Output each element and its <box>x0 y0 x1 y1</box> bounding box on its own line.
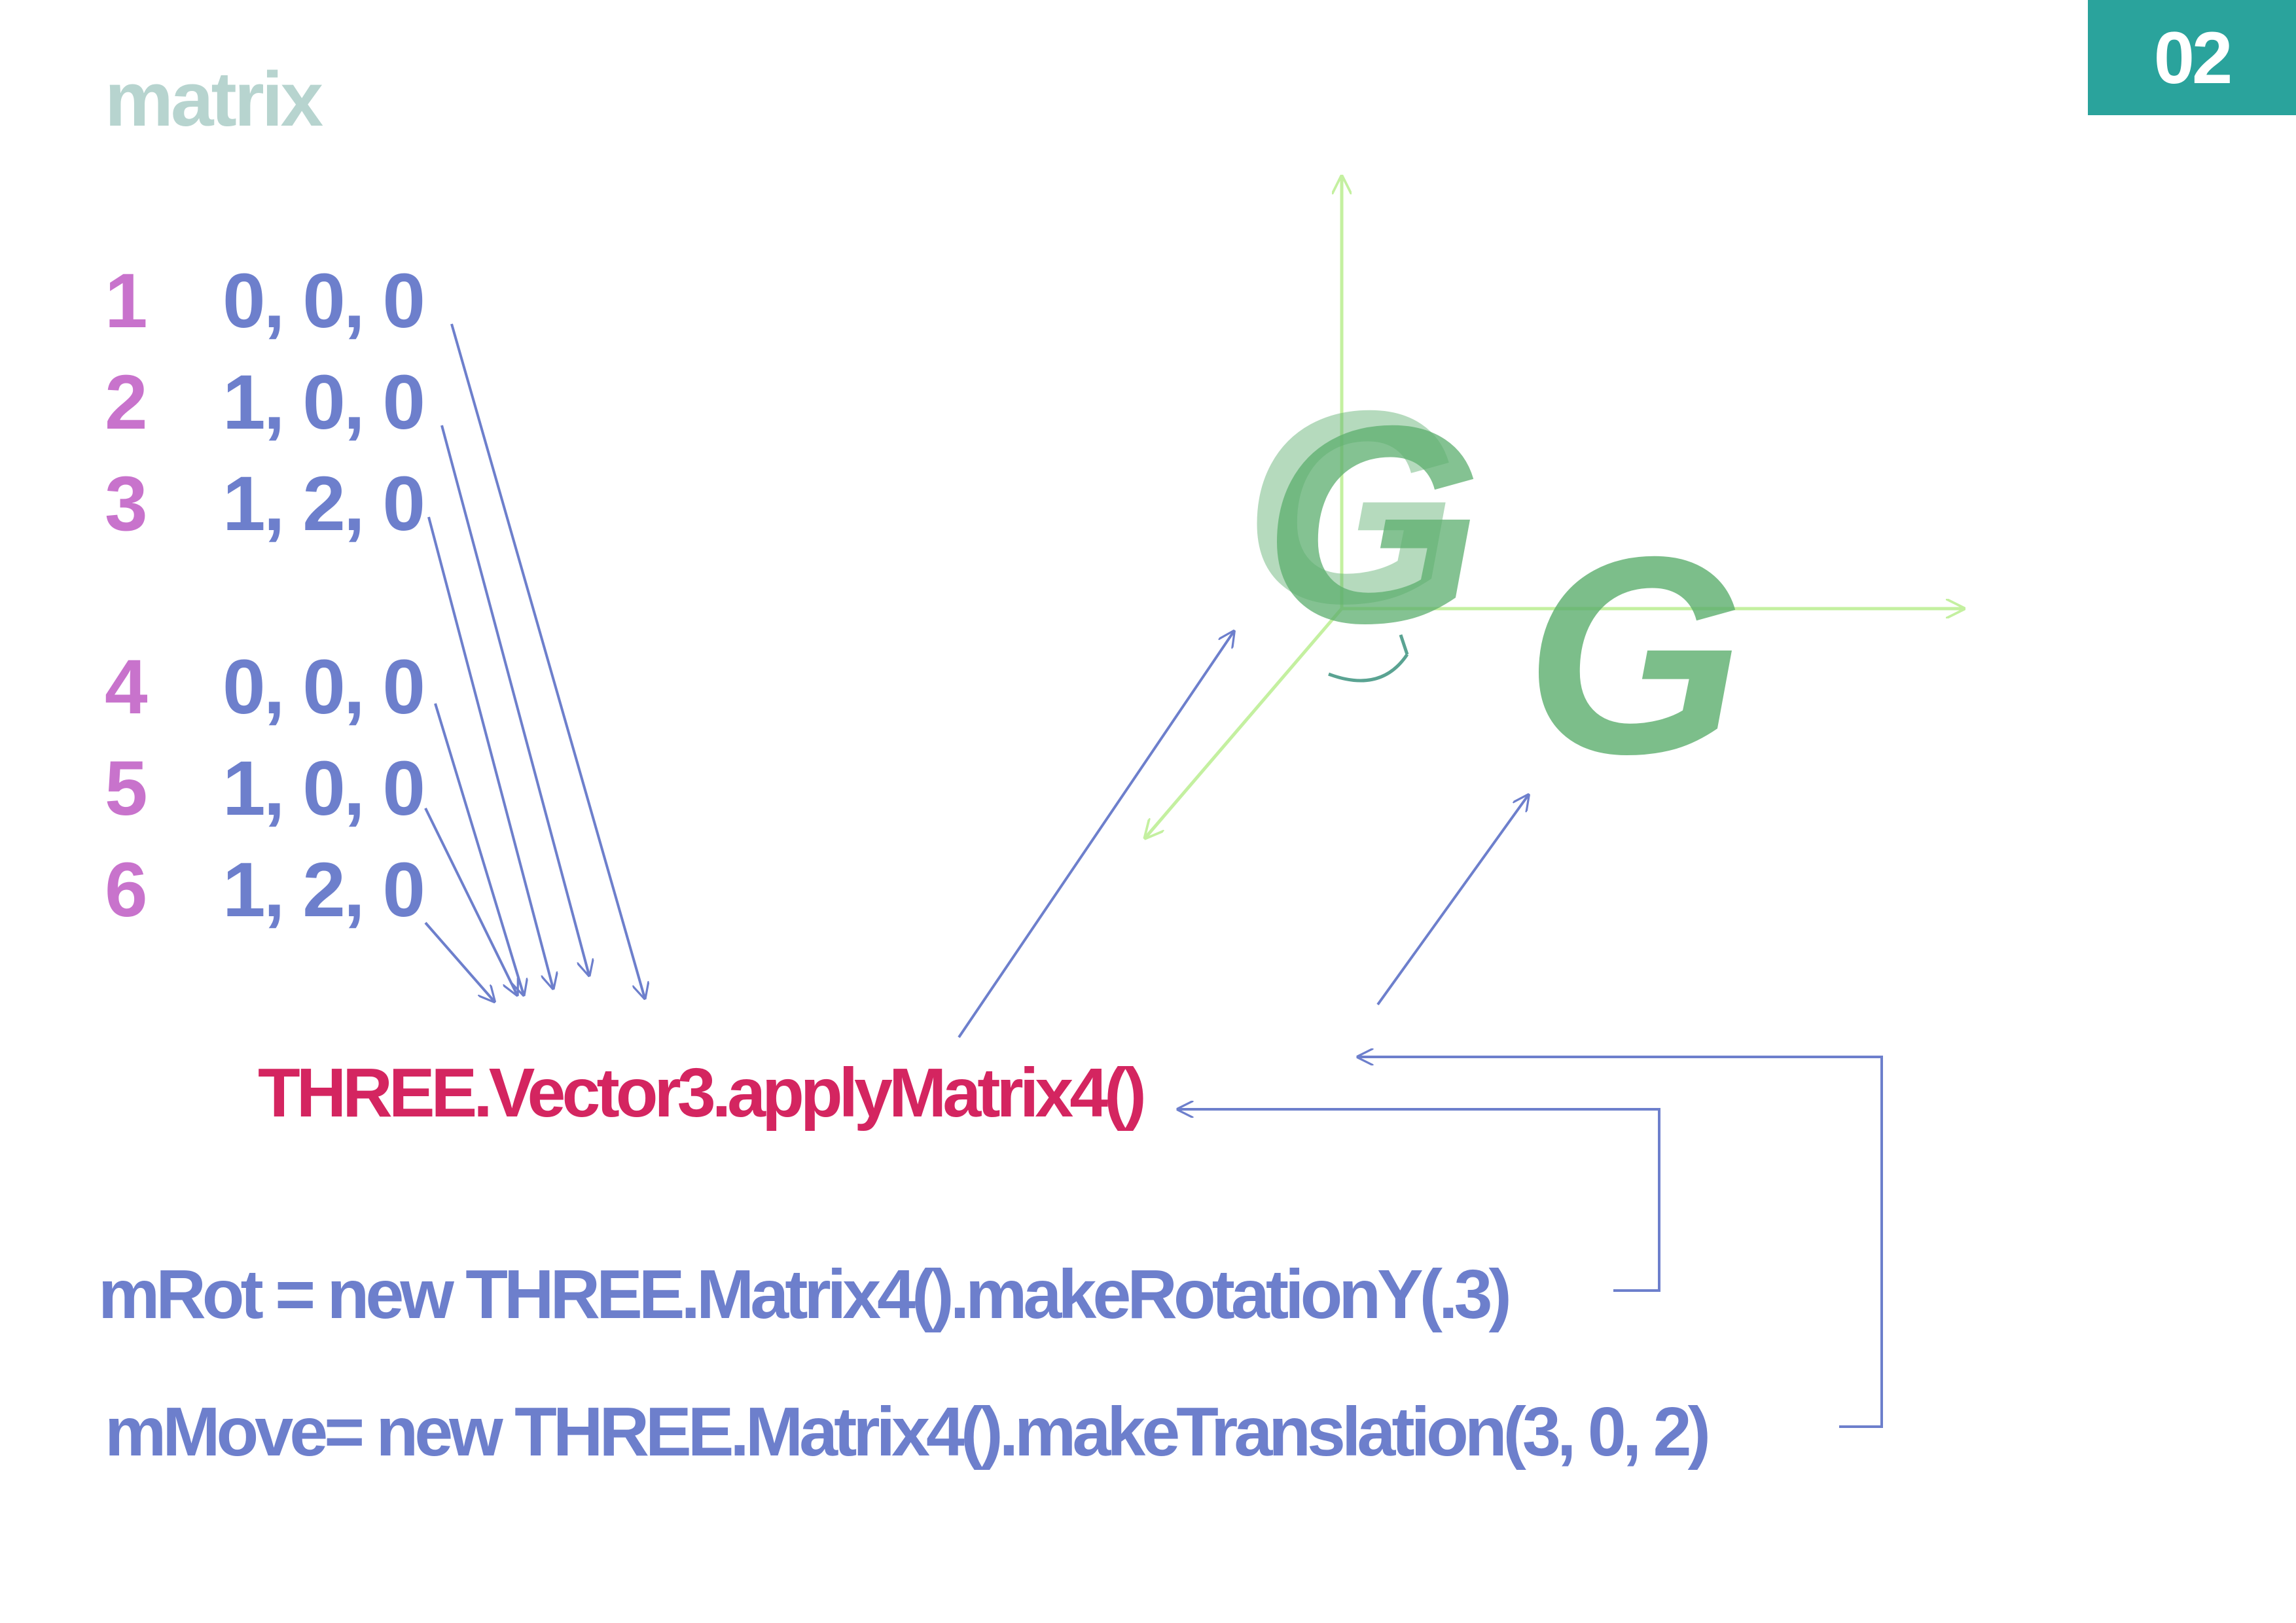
translation-matrix-line: mMove= new THREE.Matrix4().makeTranslati… <box>105 1393 1711 1471</box>
arrow-vector-5 <box>424 808 517 995</box>
slide-title: matrix <box>105 56 323 143</box>
arrow-vector-1 <box>450 323 645 998</box>
vector-value: 1, 2, 0 <box>223 847 425 933</box>
object-g-ghost: G <box>1244 354 1458 661</box>
vector-value: 1, 0, 0 <box>223 745 425 832</box>
rotation-matrix-line: mRot = new THREE.Matrix4().makeRotationY… <box>98 1256 1512 1333</box>
coordinate-axes <box>1145 177 1964 838</box>
vector-index: 3 <box>105 461 148 547</box>
vector-index: 4 <box>105 644 148 730</box>
vector-arrows <box>424 323 1883 1428</box>
vector-row-4: 4 0, 0, 0 <box>105 641 425 733</box>
vector-index: 6 <box>105 847 148 933</box>
object-g-rotated-glyph: G <box>1263 368 1482 682</box>
vector-index: 5 <box>105 745 148 832</box>
object-g-rotated: G <box>1263 368 1482 682</box>
arrow-vector-4 <box>434 703 524 995</box>
vector-row-1: 1 0, 0, 0 <box>105 255 425 347</box>
arrow-vector-3 <box>427 516 553 988</box>
vector-value: 0, 0, 0 <box>223 644 425 730</box>
object-g-original: G <box>1244 354 1458 661</box>
arrow-to-translated-object <box>1376 795 1528 1006</box>
vector-row-2: 2 1, 0, 0 <box>105 357 425 448</box>
arrow-vector-6 <box>424 921 494 1001</box>
vector-index: 1 <box>105 258 148 344</box>
object-g-translated: G <box>1525 499 1744 813</box>
vector-row-5: 5 1, 0, 0 <box>105 743 425 834</box>
connector-translation-to-method <box>1358 1057 1883 1428</box>
vector-row-3: 3 1, 2, 0 <box>105 458 425 550</box>
arrow-vector-2 <box>440 425 589 975</box>
object-g-translated-glyph: G <box>1525 499 1744 813</box>
vector-value: 1, 2, 0 <box>223 461 425 547</box>
apply-matrix-call: THREE.Vector3.applyMatrix4() <box>258 1054 1147 1132</box>
page-number-badge: 02 <box>2088 0 2296 115</box>
connector-rotation-to-method <box>1178 1109 1660 1292</box>
vector-row-6: 6 1, 2, 0 <box>105 844 425 936</box>
vector-index: 2 <box>105 359 148 446</box>
z-axis <box>1145 607 1343 838</box>
vector-value: 1, 0, 0 <box>223 359 425 446</box>
rotation-indicator <box>1328 634 1409 683</box>
vector-value: 0, 0, 0 <box>223 258 425 344</box>
arrow-to-rotated-object <box>958 632 1234 1039</box>
